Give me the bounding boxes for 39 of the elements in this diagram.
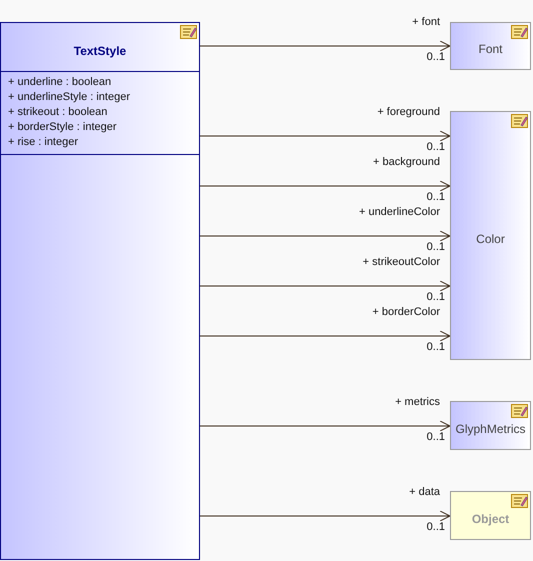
role-label: + font [412,16,440,28]
class-box [0,22,200,560]
association-arrow [200,180,450,192]
class-box [450,22,531,70]
association-arrow [200,130,450,142]
multiplicity-label: 0..1 [426,341,445,353]
role-label: + data [409,486,440,498]
role-label: + background [373,156,440,168]
multiplicity-label: 0..1 [426,241,445,253]
multiplicity-label: 0..1 [426,191,445,203]
multiplicity-label: 0..1 [426,141,445,153]
class-box [450,491,531,540]
class-name: GlyphMetrics [455,422,526,436]
association-arrow [200,420,450,432]
class-name: TextStyle [74,44,126,58]
multiplicity-label: 0..1 [426,51,445,63]
multiplicity-label: 0..1 [426,431,445,443]
association-arrow [200,40,450,52]
role-label: + strikeoutColor [362,256,440,268]
attribute-text: + rise : integer [8,135,80,150]
role-label: + metrics [395,396,440,408]
attribute-text: + borderStyle : integer [8,120,118,135]
attribute-text: + underline : boolean [8,75,112,90]
association-arrow [200,280,450,292]
association-arrow [200,330,450,342]
multiplicity-label: 0..1 [426,291,445,303]
multiplicity-label: 0..1 [426,521,445,533]
class-name: Object [472,512,510,526]
association-arrow [200,510,450,522]
attribute-text: + strikeout : boolean [8,105,108,120]
class-box [450,401,531,450]
association-arrow [200,230,450,242]
class-name: Color [476,232,505,246]
attribute-text: + underlineStyle : integer [8,90,131,105]
role-label: + borderColor [372,306,440,318]
role-label: + underlineColor [358,206,440,218]
role-label: + foreground [377,106,440,118]
class-name: Font [478,42,502,56]
class-box [450,111,531,360]
